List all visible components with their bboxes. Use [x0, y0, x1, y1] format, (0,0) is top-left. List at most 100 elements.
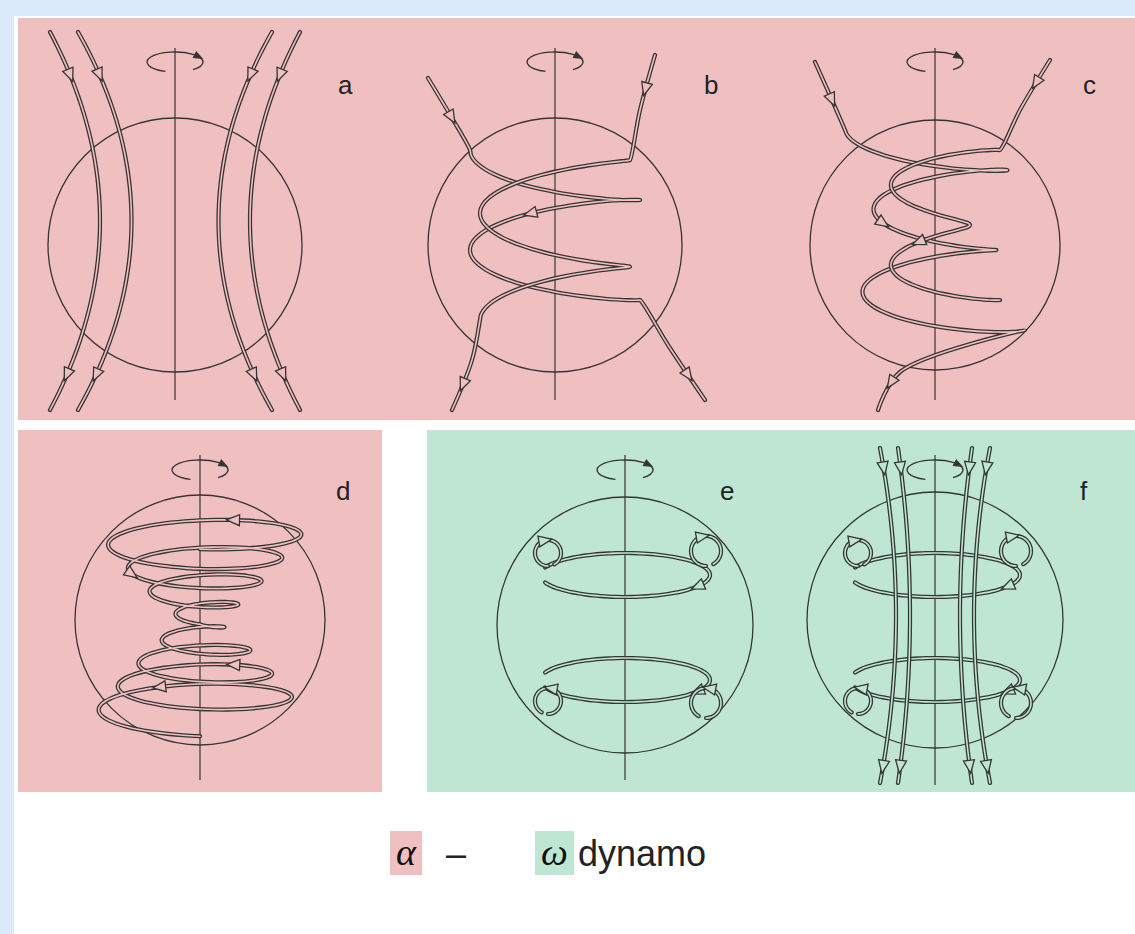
arrowhead [59, 367, 74, 383]
panel-b-figure [428, 48, 705, 410]
arrowhead [276, 367, 291, 383]
arrowhead [689, 579, 705, 594]
arrowhead [63, 67, 78, 83]
field-line-core [898, 448, 910, 783]
arrowhead [123, 566, 140, 582]
rotation-axis [624, 455, 625, 780]
arrowhead [152, 681, 166, 694]
field-line [250, 32, 300, 410]
field-line [1001, 536, 1031, 566]
field-line-core [78, 32, 132, 410]
field-line-core [219, 32, 273, 410]
panel-a-figure [48, 32, 302, 410]
arrowhead [543, 682, 558, 695]
arrowhead [243, 67, 258, 83]
panel-f-figure [807, 448, 1063, 785]
field-line-core [974, 448, 990, 783]
field-line [898, 448, 910, 783]
rotation-arrowhead [953, 459, 966, 471]
field-line [78, 32, 132, 410]
field-line-core [545, 658, 710, 702]
arrowhead [638, 82, 652, 97]
arrowhead [522, 207, 537, 221]
rotation-axis [199, 455, 200, 780]
panel-d-figure [75, 455, 325, 780]
arrowhead [92, 67, 107, 83]
frame-strip [0, 0, 1135, 16]
sphere-outline [497, 497, 753, 753]
panel-letter: b [704, 72, 718, 98]
panel-c-figure [810, 48, 1060, 410]
arrowhead [538, 534, 553, 547]
field-line-core [691, 688, 721, 718]
arrowhead [963, 461, 976, 475]
rotation-arrowhead [643, 459, 656, 471]
field-line-core [891, 60, 1050, 300]
arrowhead [246, 367, 261, 383]
field-line [428, 78, 705, 400]
field-line [815, 62, 1025, 410]
rotation-arrowhead [953, 51, 966, 63]
panel-letter: d [336, 478, 350, 504]
arrowhead [883, 374, 899, 391]
field-line [50, 32, 100, 410]
field-line-core [1001, 688, 1031, 718]
arrowhead [999, 579, 1015, 594]
arrowhead [876, 760, 889, 775]
arrowhead [272, 67, 287, 83]
caption-dash: – [446, 836, 466, 872]
frame-strip [0, 0, 14, 934]
arrowhead [702, 682, 717, 695]
field-line-core [99, 520, 302, 736]
rotation-axis [554, 48, 555, 400]
field-line-core [545, 553, 710, 597]
field-line [880, 448, 896, 783]
field-line-core [452, 55, 655, 410]
panel-letter: f [1080, 478, 1087, 504]
field-line [974, 448, 990, 783]
field-line [545, 553, 710, 597]
field-line-core [855, 553, 1020, 597]
arrowhead [911, 234, 927, 249]
caption-word: dynamo [578, 836, 706, 872]
rotation-arrowhead [193, 51, 206, 63]
arrowhead [226, 659, 240, 671]
field-line-core [855, 658, 1020, 702]
arrowhead [980, 461, 993, 476]
field-line [855, 658, 1020, 702]
field-line [960, 448, 972, 783]
arrowhead [894, 760, 907, 774]
arrowhead [226, 514, 239, 525]
legend-swatch: ω [535, 831, 574, 875]
sphere-outline [428, 118, 682, 372]
arrowhead [455, 377, 470, 393]
field-line [99, 520, 302, 736]
rotation-arrowhead [573, 51, 586, 63]
field-line [545, 658, 710, 702]
field-line [219, 32, 273, 410]
field-line-core [880, 448, 896, 783]
legend-swatch: α [390, 831, 422, 875]
field-line-core [250, 32, 300, 410]
field-line [891, 60, 1050, 300]
arrowhead [1028, 75, 1044, 92]
arrowhead [853, 682, 868, 695]
panel-background [18, 18, 1135, 420]
panel-letter: c [1083, 72, 1096, 98]
field-line-core [50, 32, 100, 410]
sphere-outline [807, 492, 1063, 748]
arrowhead [877, 461, 890, 476]
field-line [691, 536, 721, 566]
sphere-outline [75, 495, 325, 745]
arrowhead [88, 367, 103, 383]
arrowhead [894, 461, 907, 475]
rotation-axis [174, 48, 175, 400]
arrowhead [1012, 682, 1027, 695]
arrowhead [1005, 530, 1020, 543]
arrowhead [875, 215, 892, 231]
legend-text: α [396, 833, 416, 871]
field-line-core [428, 78, 705, 400]
arrowhead [848, 534, 863, 547]
